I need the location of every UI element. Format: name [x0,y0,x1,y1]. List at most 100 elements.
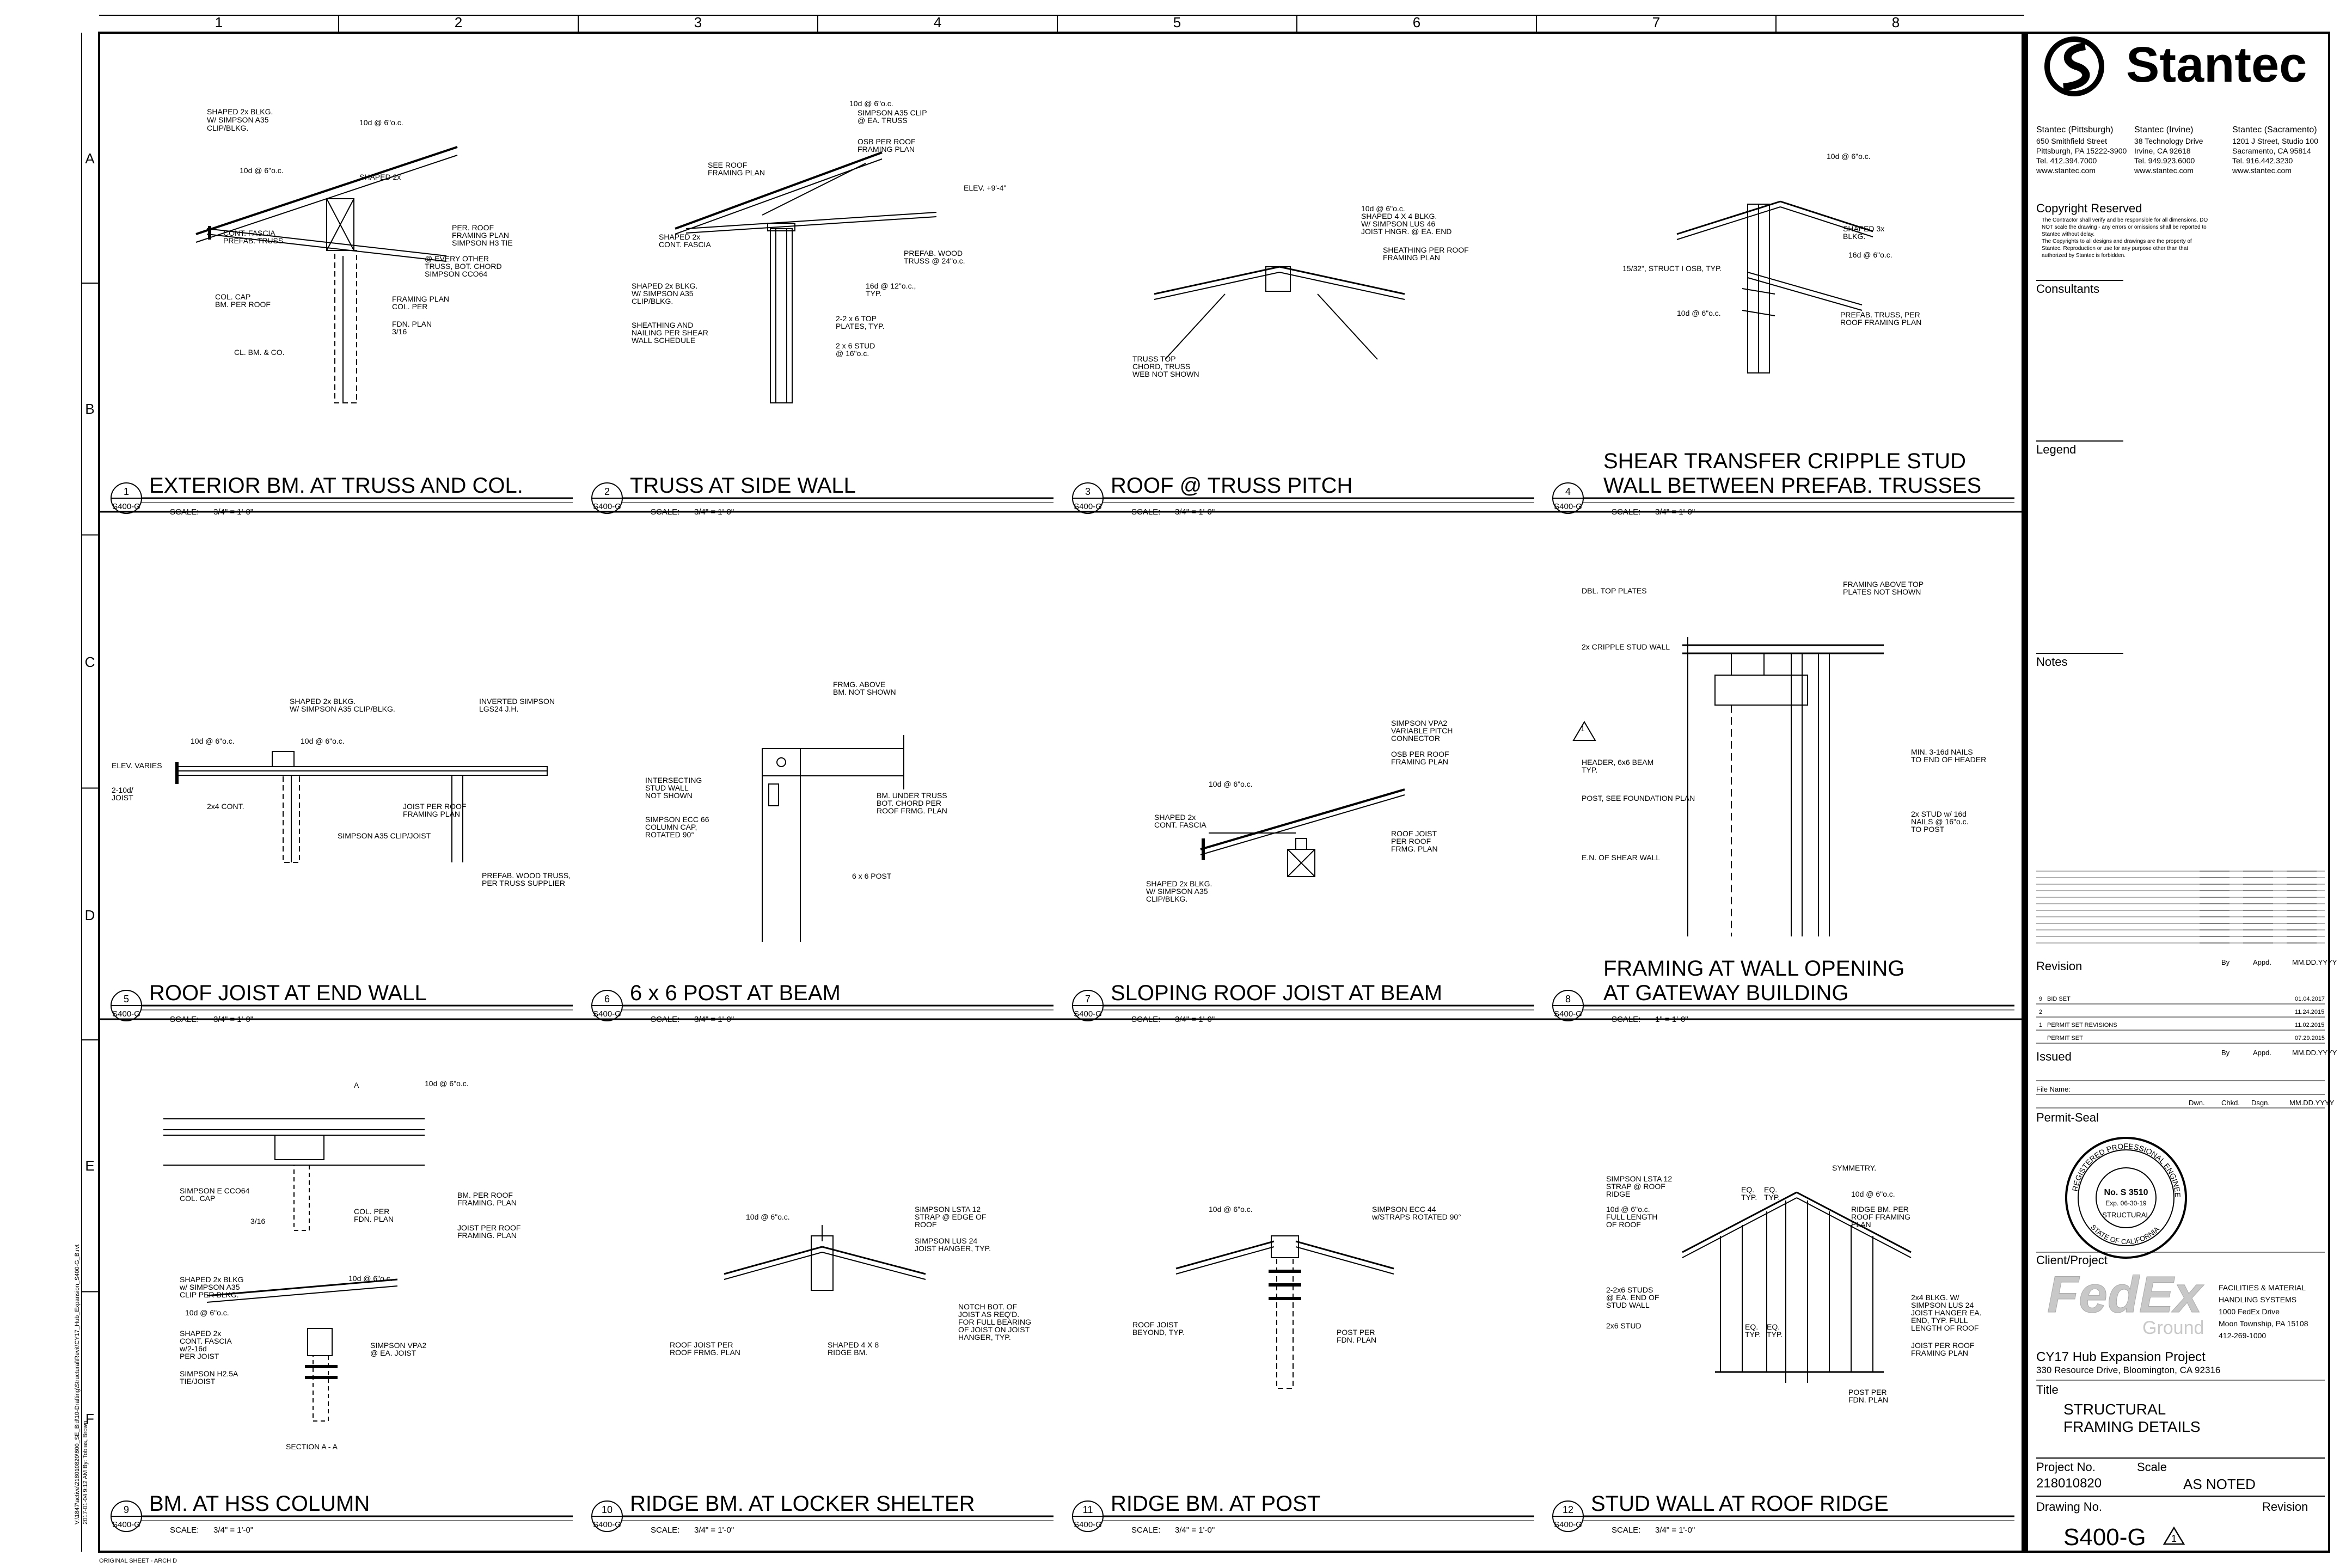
callout-note: SHAPED 2x BLKG. [632,281,697,290]
callout-note: SHAPED 2x [180,1329,221,1338]
detail-9-drawing [163,1118,425,1422]
callout-note: TO END OF HEADER [1911,755,1986,764]
office-name: Stantec (Pittsburgh) [2036,125,2113,134]
office-3: Stantec (Sacramento)1201 J Street, Studi… [2232,125,2318,175]
issued-description: PERMIT SET REVISIONS [2047,1022,2117,1028]
scale-value: 3/4" = 1'-0" [1175,1015,1215,1024]
project-no-label: Project No. [2036,1460,2096,1474]
detail-6-drawing [762,735,904,942]
callout-note: ROOF FRAMING [1851,1212,1910,1221]
callout-note: PER ROOF [1391,837,1431,846]
callout-note: CLIP/BLKG. [207,124,248,132]
callout-note: @ 16"o.c. [836,349,869,358]
detail-title: RIDGE BM. AT POST [1111,1492,1320,1516]
svg-text:FedEx: FedEx [2047,1266,2204,1324]
callout-note: FDN. PLAN [354,1215,394,1223]
svg-text:Stantec: Stantec [2126,37,2307,93]
callout-note: POST PER [1337,1328,1375,1337]
issued-description: PERMIT SET [2047,1035,2083,1042]
callout-note: ROTATED 90° [645,830,694,839]
callout-note: FRMG. PLAN [1391,844,1438,853]
detail-title: AT GATEWAY BUILDING [1603,981,1848,1005]
callout-note: NOT SHOWN [645,791,693,800]
callout-note: 10d @ 6"o.c. [1827,152,1871,161]
detail-number: 2 [604,486,610,497]
detail-sheet-ref: S400-G [1074,1009,1102,1019]
svg-text:Ground: Ground [2142,1318,2204,1338]
callout-note: STRAP @ ROOF [1606,1182,1665,1191]
callout-note: FRAMING PLAN [1911,1349,1968,1357]
revision-col-header: Appd. [2253,958,2271,966]
issued-description: BID SET [2047,996,2071,1002]
issued-col-header: Appd. [2253,1049,2271,1057]
callout-note: SECTION A - A [286,1442,338,1451]
callout-note: SIMPSON A35 CLIP/JOIST [338,831,431,840]
detail-12-drawing [1682,1191,1912,1383]
callout-note: SHAPED 3x [1843,224,1884,233]
callout-note: NAILING PER SHEAR [632,328,708,337]
callout-note: 10d @ 6"o.c. [185,1308,229,1317]
detail-number: 12 [1563,1504,1573,1515]
callout-note: BM. NOT SHOWN [833,688,896,696]
callout-note: OF JOIST ON JOIST [958,1325,1030,1334]
callout-note: FRAMING ABOVE TOP [1843,580,1924,589]
scale-label: SCALE: [170,1526,199,1535]
callout-note: EQ. [1741,1185,1754,1194]
row-marker-B: B [85,401,94,417]
detail-sheet-ref: S400-G [112,1520,140,1529]
callout-note: FRAMING. PLAN [457,1198,517,1207]
callout-note: PREFAB. WOOD [904,249,963,258]
callout-note: TRUSS, BOT. CHORD [425,262,502,271]
detail-number: 1 [124,486,129,497]
callout-note: BOT. CHORD PER [877,799,941,807]
client-info-line: 412-269-1000 [2219,1331,2266,1340]
office-line: 650 Smithfield Street [2036,137,2107,145]
callout-note: BM. PER ROOF [215,300,271,309]
callout-note: BM. UNDER TRUSS [877,791,947,800]
callout-note: FDN. PLAN [1848,1395,1888,1404]
callout-note: SIMPSON H3 TIE [452,238,513,247]
copyright-line: The Copyrights to all designs and drawin… [2042,238,2192,244]
callout-note: 10d @ 6"o.c. [746,1212,790,1221]
callout-note: LENGTH OF ROOF [1911,1324,1979,1332]
drawing-no-label: Drawing No. [2036,1500,2102,1514]
callout-note: COL. PER [392,302,427,311]
revision-col-header: By [2221,958,2230,966]
row-marker-F: F [85,1411,94,1427]
office-line: Tel. 412.394.7000 [2036,156,2097,165]
issued-number: 1 [2039,1022,2042,1028]
copyright-line: The Contractor shall verify and be respo… [2042,217,2208,223]
callout-note: SHAPED 4 X 8 [828,1340,879,1349]
office-line: www.stantec.com [2036,166,2096,175]
column-marker-1: 1 [215,14,223,30]
title-label: Title [2036,1383,2059,1396]
copyright-line: Stantec. Reproduction or use for any pur… [2042,246,2188,252]
callout-note: EQ. [1745,1322,1758,1331]
office-line: Sacramento, CA 95814 [2232,146,2311,155]
revision-delta-icon [1572,721,1596,741]
titleblock-divider [2022,33,2028,1552]
office-name: Stantec (Sacramento) [2232,125,2317,134]
callout-note: CLIP/BLKG. [632,297,673,305]
callout-note: INTERSECTING [645,776,702,785]
callout-note: COL. CAP [180,1194,215,1203]
callout-note: 10d @ 6"o.c. [1209,780,1253,788]
callout-note: 10d @ 6"o.c. [1677,309,1721,317]
office-2: Stantec (Irvine)38 Technology DriveIrvin… [2134,125,2203,175]
callout-note: EQ. [1764,1185,1777,1194]
scale-label: SCALE: [651,1015,679,1024]
detail-title: RIDGE BM. AT LOCKER SHELTER [630,1492,975,1516]
copyright-line: Stantec without delay. [2042,231,2094,237]
callout-note: FRAMING PLAN [857,145,915,154]
detail-number: 7 [1085,994,1091,1004]
callout-note: 2x6 STUD [1606,1321,1641,1330]
callout-note: CONT. FASCIA [223,229,275,237]
callout-note: SHEATHING PER ROOF [1383,246,1469,254]
callout-note: CONT. FASCIA [1154,820,1206,829]
